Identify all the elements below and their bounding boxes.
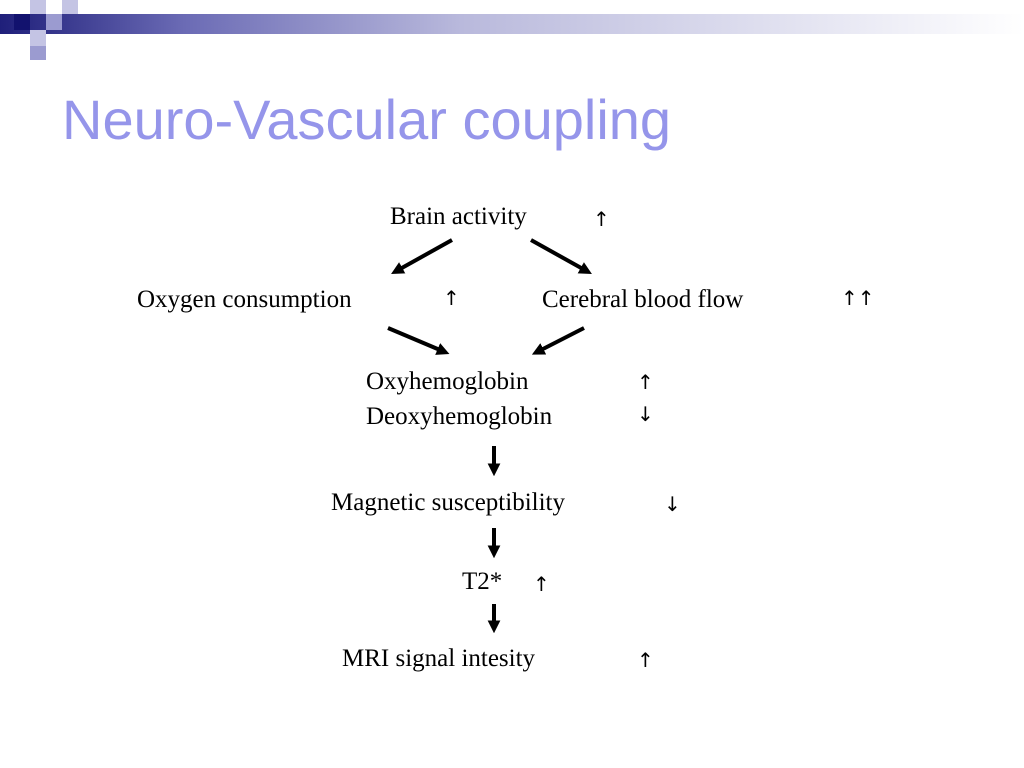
node-brain-activity: Brain activity	[390, 203, 527, 230]
node-deoxyhemoglobin: Deoxyhemoglobin	[366, 403, 553, 430]
edge-brain-to-bloodflow	[530, 238, 592, 274]
node-oxyhemoglobin: Oxyhemoglobin	[366, 368, 529, 395]
edge-oxygen-to-hemoglobin	[387, 326, 450, 355]
mri-signal-up-arrow-icon: ↑	[637, 648, 654, 672]
edge-bloodflow-to-hemoglobin	[531, 326, 585, 355]
oxyhemoglobin-up-arrow-icon: ↑	[637, 370, 654, 394]
header-band	[0, 14, 1024, 34]
node-cerebral-blood-flow: Cerebral blood flow	[542, 286, 744, 313]
node-t2-star: T2*	[462, 568, 503, 595]
node-magnetic-susceptibility: Magnetic susceptibility	[331, 489, 565, 516]
deoxyhemoglobin-down-arrow-icon: ↓	[637, 402, 654, 426]
oxygen-consumption-up-arrow-icon: ↑	[443, 286, 460, 310]
node-mri-signal-intensity: MRI signal intesity	[342, 645, 536, 672]
edge-brain-to-oxygen	[391, 238, 453, 274]
t2-star-up-arrow-icon: ↑	[533, 572, 550, 596]
magnetic-susceptibility-down-arrow-icon: ↓	[664, 492, 681, 516]
brain-activity-up-arrow-icon: ↑	[593, 207, 610, 231]
cerebral-blood-flow-double-up-arrow-icon: ↑↑	[841, 286, 875, 310]
slide-title: Neuro-Vascular coupling	[62, 88, 672, 151]
node-oxygen-consumption: Oxygen consumption	[137, 286, 352, 313]
